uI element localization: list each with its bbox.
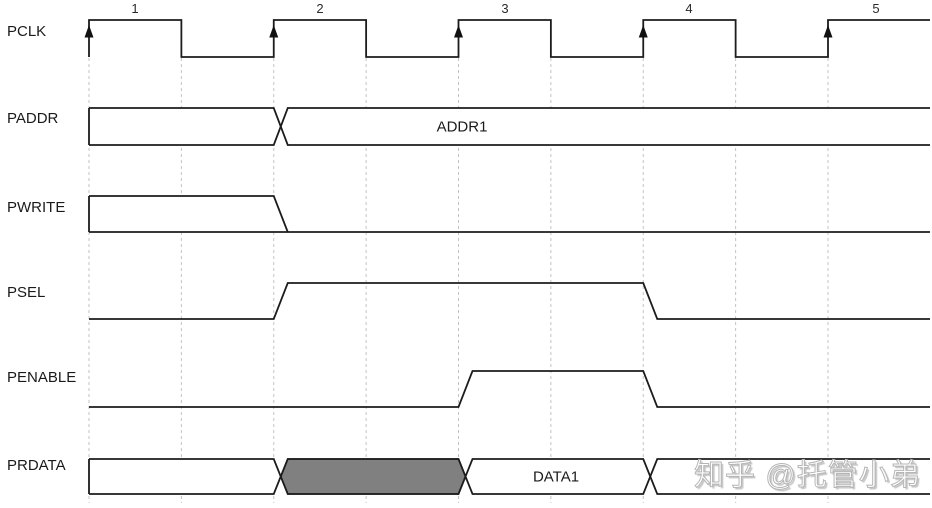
clock-cycle-number-2: 2: [316, 1, 324, 16]
clock-cycle-number-4: 4: [685, 1, 693, 16]
paddr-value-label: ADDR1: [436, 118, 488, 136]
signal-label-psel: PSEL: [7, 284, 46, 301]
signal-label-paddr: PADDR: [7, 110, 59, 127]
signal-label-pclk: PCLK: [7, 23, 47, 40]
signal-label-penable: PENABLE: [7, 369, 77, 386]
clock-cycle-number-5: 5: [872, 1, 880, 16]
clock-cycle-number-1: 1: [131, 1, 139, 16]
clock-cycle-number-3: 3: [501, 1, 509, 16]
zhihu-watermark: 知乎 @托管小弟: [694, 459, 921, 493]
signal-label-pwrite: PWRITE: [7, 199, 66, 216]
signal-label-prdata: PRDATA: [7, 457, 66, 474]
prdata-value-label: DATA1: [532, 468, 580, 486]
